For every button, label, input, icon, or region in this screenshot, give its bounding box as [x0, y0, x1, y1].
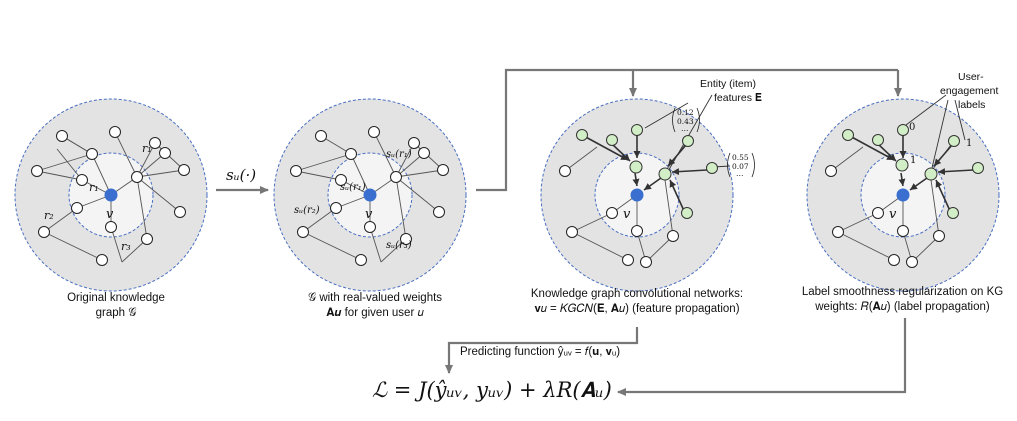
panel-label-smoothness: v 0 1 1 User- engagement labels: [806, 71, 1000, 292]
center-node: [896, 188, 910, 202]
branch-line: [476, 68, 898, 192]
user-engagement-label-line2: engagement: [940, 85, 998, 97]
panel-weighted-graph: v sᵤ(r₁) sᵤ(r₁) sᵤ(r₂) sᵤ(r₃): [273, 98, 467, 292]
user-engagement-label-line3: labels: [958, 99, 985, 111]
vector2-value-mid: 0.07: [732, 162, 749, 171]
relation-r1-label: r₁: [142, 142, 152, 155]
weight-su-r1-label: sᵤ(r₁): [386, 149, 412, 160]
vector1-value-top: 0.12: [677, 108, 694, 117]
entity-features-label-line2: features 𝐄: [714, 92, 762, 104]
center-node: [630, 188, 644, 202]
engagement-label-0: 0: [909, 122, 915, 133]
feature-vector-1: 0.12 0.43 …: [672, 107, 700, 133]
caption-line1: Original knowledge: [67, 292, 165, 304]
relation-r1-inner-label: r₁: [89, 181, 99, 194]
weight-su-r3-label: sᵤ(r₃): [386, 240, 412, 251]
center-node-label: v: [889, 207, 897, 222]
caption-line2: 𝐯𝑢 = 𝐾𝐺𝐶𝑁(𝐄, 𝐀𝑢) (feature propagation): [534, 303, 740, 315]
caption-panel-2: 𝒢 with real-valued weights 𝐀𝒖 for given …: [290, 291, 460, 321]
vector1-value-mid: 0.43: [677, 117, 694, 126]
loss-formula: ℒ = J(ŷᵤᵥ, yᵤᵥ) + λR(𝐀ᵤ): [372, 378, 612, 402]
entity-features-label-line1: Entity (item): [700, 78, 756, 90]
vector2-value-top: 0.55: [732, 153, 749, 162]
predicting-function-label: Predicting function ŷᵤᵥ = 𝑓(𝐮, 𝐯ᵤ): [460, 346, 621, 358]
feature-vector-2: 0.55 0.07 …: [727, 152, 755, 178]
flow-arrows: [216, 68, 907, 396]
panel-kgcn: v Entity (item) features 𝐄 0.12 0.43 … 0…: [540, 78, 762, 292]
relation-r3-label: r₃: [121, 240, 131, 253]
panel-original-graph: v r₁ r₁ r₂ r₃: [14, 98, 208, 292]
relation-r2-label: r₂: [44, 209, 54, 222]
engagement-label-1b: 1: [966, 138, 972, 149]
center-node-label: v: [106, 207, 114, 222]
caption-line2: 𝐀𝒖 for given user 𝑢: [326, 307, 424, 319]
arrow-to-loss-left: [445, 327, 639, 374]
engagement-label-1a: 1: [910, 155, 916, 166]
weight-su-r2-label: sᵤ(r₂): [294, 205, 320, 216]
vector1-value-bot: …: [681, 124, 689, 133]
center-node: [363, 188, 377, 202]
su-arrow-label: sᵤ(·): [226, 166, 256, 184]
vector2-value-bot: …: [736, 169, 744, 178]
caption-line1: Knowledge graph convolutional networks:: [530, 288, 744, 300]
arrow-to-loss-right: [617, 318, 907, 396]
caption-panel-4: Label smoothness regularization on KG we…: [790, 285, 1015, 315]
weight-su-r1-inner-label: sᵤ(r₁): [340, 182, 366, 193]
caption-line2: graph 𝒢: [95, 307, 137, 319]
user-engagement-label-line1: User-: [958, 71, 984, 83]
center-node-label: v: [623, 207, 631, 222]
caption-panel-1: Original knowledge graph 𝒢: [36, 291, 196, 321]
center-node: [104, 188, 118, 202]
caption-line2: weights: 𝑅(𝐀𝑢) (label propagation): [815, 301, 990, 313]
caption-line1: 𝒢 with real-valued weights: [307, 292, 443, 304]
caption-panel-3: Knowledge graph convolutional networks: …: [512, 287, 762, 317]
center-node-label: v: [365, 207, 373, 222]
caption-line1: Label smoothness regularization on KG: [801, 286, 1004, 298]
